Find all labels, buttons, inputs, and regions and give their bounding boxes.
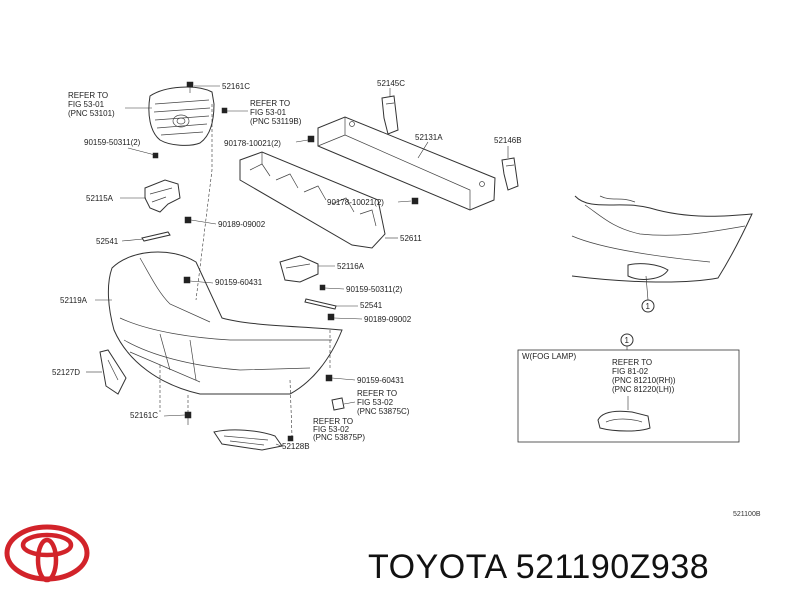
label-90189-09002-b: 90189-09002 bbox=[364, 315, 412, 324]
label-90189-09002-a: 90189-09002 bbox=[218, 220, 266, 229]
label-52131a: 52131A bbox=[415, 133, 443, 142]
refer-fog-line4: (PNC 81220(LH)) bbox=[612, 385, 675, 394]
refer-53119b-line2: FIG 53-01 bbox=[250, 108, 287, 117]
refer-53119b-line3: (PNC 53119B) bbox=[250, 117, 302, 126]
front-bumper-cover-52119a bbox=[107, 251, 343, 395]
label-90178-10021-b: 90178-10021(2) bbox=[327, 198, 384, 207]
label-52116a: 52116A bbox=[337, 262, 365, 271]
fog-lamp-title: W(FOG LAMP) bbox=[522, 352, 577, 361]
refer-fog-line2: FIG 81-02 bbox=[612, 367, 649, 376]
label-90159-50311-b: 90159-50311(2) bbox=[346, 285, 403, 294]
bracket-52116a bbox=[279, 255, 319, 283]
inset-callout-number: 1 bbox=[625, 336, 630, 345]
radiator-grille bbox=[148, 86, 215, 146]
label-90178-10021-a: 90178-10021(2) bbox=[224, 139, 281, 148]
refer-53875c-line2: FIG 53-02 bbox=[357, 398, 394, 407]
label-52127d: 52127D bbox=[52, 368, 80, 377]
refer-grille-line1: REFER TO bbox=[68, 91, 108, 100]
label-52119a: 52119A bbox=[60, 296, 88, 305]
bumper-reinforcement-52131a bbox=[317, 116, 496, 211]
label-52128b: 52128B bbox=[282, 442, 310, 451]
diagram-code: 521100B bbox=[733, 511, 761, 518]
lower-grille-52128b bbox=[213, 429, 283, 451]
refer-fog-line1: REFER TO bbox=[612, 358, 652, 367]
refer-53875p-line2: FIG 53-02 bbox=[313, 425, 350, 434]
side-cover-52127d bbox=[99, 349, 127, 395]
toyota-logo-icon bbox=[4, 524, 90, 583]
label-52541-a: 52541 bbox=[96, 237, 119, 246]
part-number-caption: TOYOTA 521190Z938 bbox=[368, 548, 710, 586]
callout-number-main: 1 bbox=[646, 302, 651, 311]
label-52145c: 52145C bbox=[377, 79, 405, 88]
bracket-52115a bbox=[144, 179, 181, 213]
fog-lamp-inset bbox=[517, 333, 740, 443]
label-52115a: 52115A bbox=[86, 194, 114, 203]
refer-53875p-line1: REFER TO bbox=[313, 417, 353, 426]
strip-52541-b bbox=[304, 298, 337, 310]
label-52161c-bottom: 52161C bbox=[130, 411, 158, 420]
refer-53875c-line3: (PNC 53875C) bbox=[357, 407, 410, 416]
label-90159-60431-a: 90159-60431 bbox=[215, 278, 263, 287]
refer-53119b-line1: REFER TO bbox=[250, 99, 290, 108]
refer-grille-line3: (PNC 53101) bbox=[68, 109, 115, 118]
bracket-52145c bbox=[381, 95, 399, 135]
refer-grille-line2: FIG 53-01 bbox=[68, 100, 105, 109]
label-52611: 52611 bbox=[400, 234, 422, 243]
label-90159-60431-b: 90159-60431 bbox=[357, 376, 405, 385]
refer-fog-line3: (PNC 81210(RH)) bbox=[612, 376, 676, 385]
refer-53875p-line3: (PNC 53875P) bbox=[313, 433, 365, 442]
bumper-corner-illustration bbox=[571, 195, 753, 313]
bracket-52146b bbox=[501, 157, 519, 191]
callout-circle-main bbox=[641, 299, 655, 313]
label-52146b: 52146B bbox=[494, 136, 522, 145]
label-52541-b: 52541 bbox=[360, 301, 383, 310]
energy-absorber-52611 bbox=[239, 151, 386, 249]
strip-52541-a bbox=[141, 231, 171, 242]
refer-53875c-line1: REFER TO bbox=[357, 389, 397, 398]
label-90159-50311-a: 90159-50311(2) bbox=[84, 138, 141, 147]
label-52161c-top: 52161C bbox=[222, 82, 250, 91]
bolt-52161c-top bbox=[186, 81, 194, 93]
